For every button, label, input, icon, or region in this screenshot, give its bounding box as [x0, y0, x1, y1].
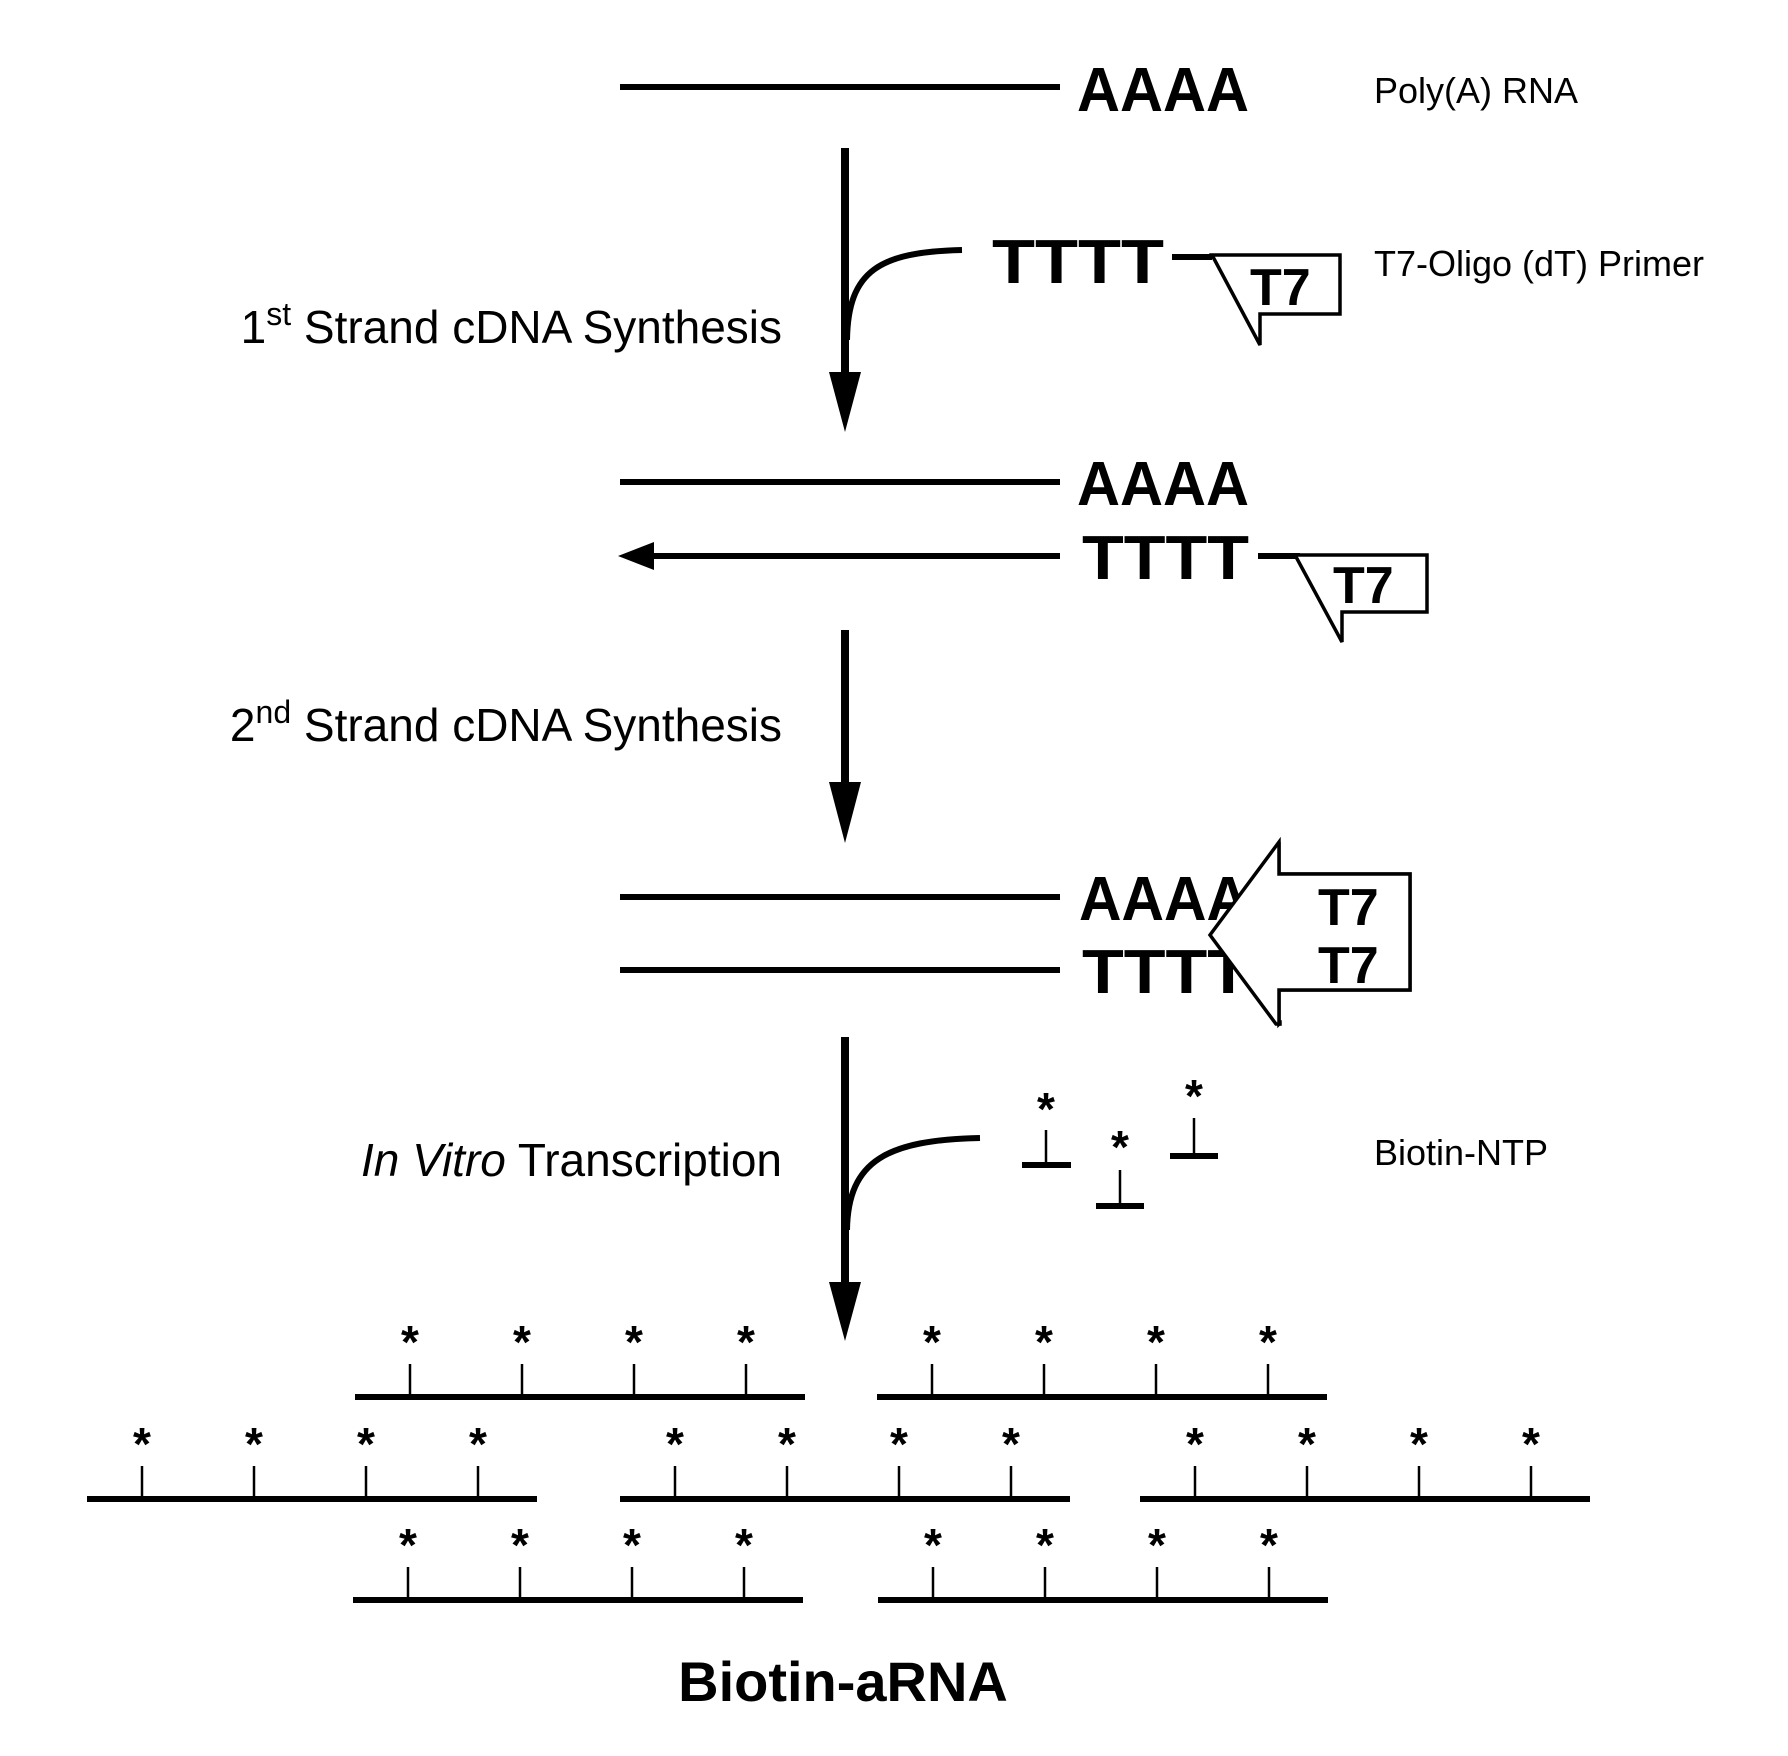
biotin-marker: * [245, 1418, 263, 1470]
biotin-arna-strand: * * * * [878, 1519, 1328, 1603]
biotin-marker: * [1410, 1418, 1428, 1470]
biotin-ntp-icon: * [1022, 1083, 1071, 1168]
second-strand-step-label: 2nd Strand cDNA Synthesis [230, 694, 782, 751]
biotin-arna-strand: * * * * [353, 1519, 803, 1603]
biotin-marker: * [623, 1519, 641, 1571]
t7-promoter-label: T7 [1333, 557, 1394, 615]
biotin-marker: * [890, 1418, 908, 1470]
biotin-arna-products: * * * * * * * * * * * * * * * * * * * * * * * * * * * * [87, 1316, 1590, 1603]
biotin-marker: * [469, 1418, 487, 1470]
primer-oligo-dt: TTTT [992, 228, 1164, 297]
primer-label: T7-Oligo (dT) Primer [1374, 243, 1704, 284]
biotin-marker: * [625, 1316, 643, 1368]
biotin-arna-strand: * * * * [1140, 1418, 1590, 1502]
cdna-oligo-dt: TTTT [1082, 524, 1249, 593]
biotin-marker: * [357, 1418, 375, 1470]
product-title: Biotin-aRNA [678, 1650, 1008, 1713]
biotin-marker: * [924, 1519, 942, 1571]
svg-text:*: * [1185, 1070, 1203, 1122]
biotin-marker: * [1259, 1316, 1277, 1368]
biotin-marker: * [1035, 1316, 1053, 1368]
ivt-step-label: In Vitro Transcription [361, 1134, 782, 1186]
biotin-ntp-icon: * [1170, 1070, 1218, 1159]
biotin-marker: * [1260, 1519, 1278, 1571]
biotin-marker: * [1148, 1519, 1166, 1571]
rna-strand-2: AAAA [620, 450, 1249, 519]
t7-promoter-arrow [1207, 836, 1412, 1026]
biotin-marker: * [923, 1316, 941, 1368]
poly-a-tail: AAAA [1077, 56, 1249, 125]
biotin-marker: * [511, 1519, 529, 1571]
first-strand-cdna: TTTT T7 [618, 524, 1429, 643]
first-strand-step-label: 1st Strand cDNA Synthesis [241, 296, 782, 353]
biotin-arna-strand: * * * * [620, 1418, 1070, 1502]
t7-promoter-shape [1292, 553, 1429, 643]
biotin-marker: * [1186, 1418, 1204, 1470]
poly-a-rna-label: Poly(A) RNA [1374, 70, 1578, 111]
biotin-marker: * [1036, 1519, 1054, 1571]
t7-promoter-label: T7 [1318, 937, 1379, 995]
biotin-marker: * [778, 1418, 796, 1470]
biotin-ntp-icon: * [1096, 1121, 1144, 1209]
synthesis-direction-arrowhead [618, 542, 654, 570]
poly-a-tail: AAAA [1077, 450, 1249, 519]
biotin-marker: * [1002, 1418, 1020, 1470]
double-stranded-cdna: AAAA TTTT T7 T7 [620, 836, 1412, 1029]
biotin-ntp-group: * * * [1022, 1070, 1218, 1209]
first-strand-arrow [829, 148, 963, 432]
poly-a-rna-strand: AAAA [620, 56, 1249, 125]
t7-promoter-shape [1209, 253, 1342, 346]
t7-oligo-dt-primer: TTTT T7 [992, 228, 1342, 346]
biotin-marker: * [133, 1418, 151, 1470]
biotin-marker: * [1147, 1316, 1165, 1368]
biotin-marker: * [737, 1316, 755, 1368]
svg-text:*: * [1111, 1121, 1129, 1173]
second-strand-arrow [829, 630, 861, 843]
t7-promoter-label: T7 [1318, 879, 1379, 937]
biotin-marker: * [399, 1519, 417, 1571]
biotin-marker: * [666, 1418, 684, 1470]
biotin-arna-strand: * * * * [877, 1316, 1327, 1400]
biotin-ntp-label: Biotin-NTP [1374, 1132, 1548, 1173]
svg-text:*: * [1037, 1083, 1055, 1135]
biotin-marker: * [735, 1519, 753, 1571]
biotin-arna-strand: * * * * [87, 1418, 537, 1502]
biotin-marker: * [1522, 1418, 1540, 1470]
biotin-marker: * [1298, 1418, 1316, 1470]
biotin-marker: * [513, 1316, 531, 1368]
biotin-marker: * [401, 1316, 419, 1368]
biotin-arna-strand: * * * * [355, 1316, 805, 1400]
in-vitro-transcription-arrow [829, 1037, 981, 1341]
t7-promoter-label: T7 [1250, 259, 1311, 317]
